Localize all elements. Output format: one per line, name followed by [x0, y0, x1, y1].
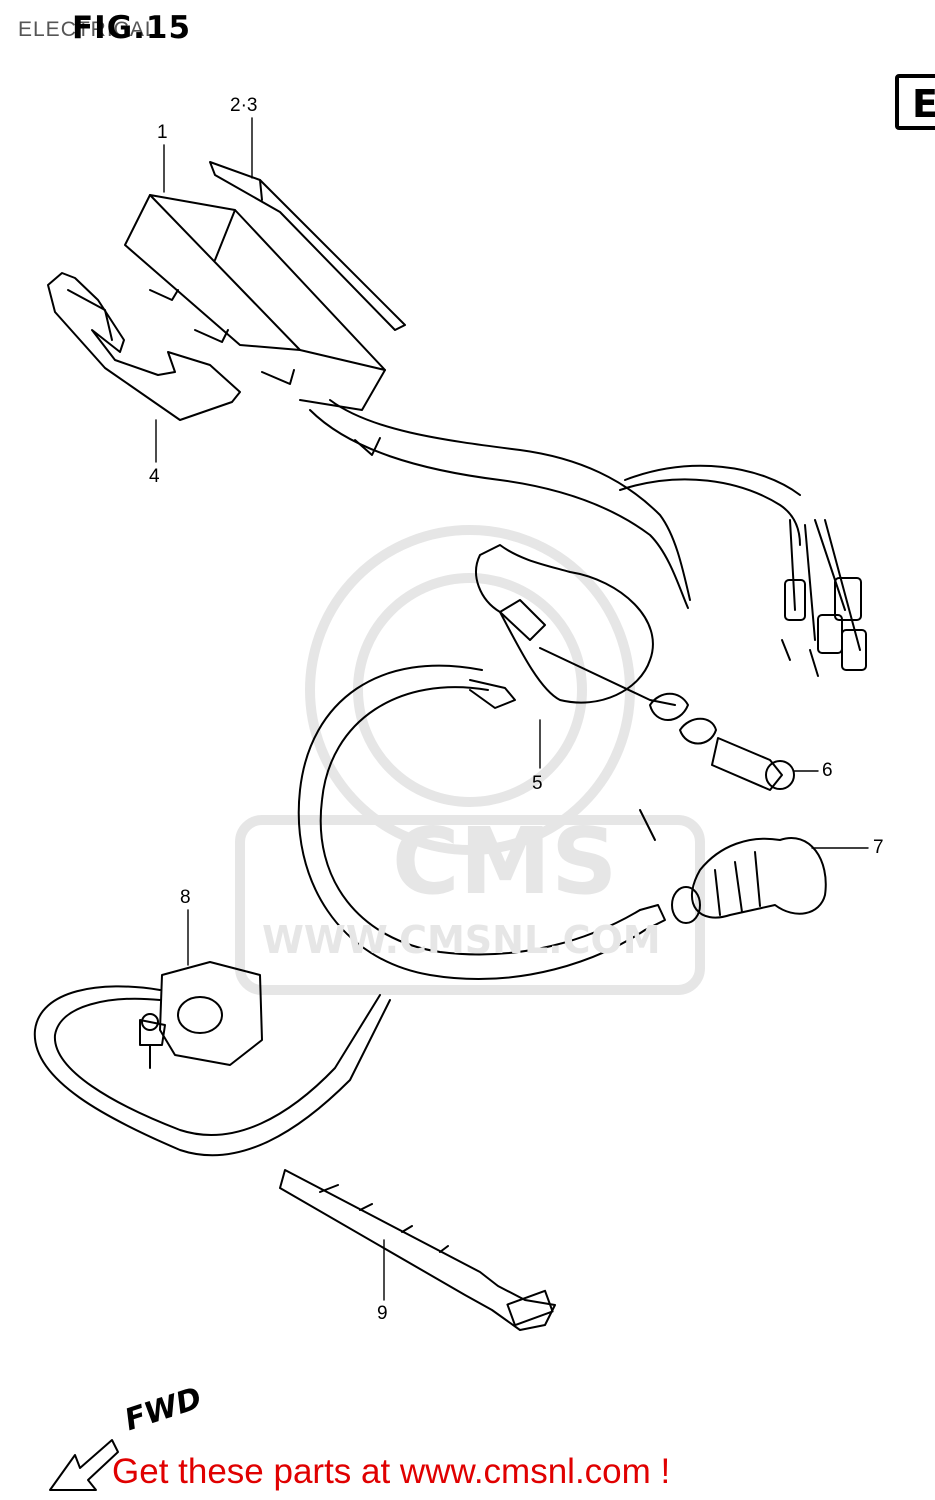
bracket-part-4 [47, 272, 241, 421]
cushion-part-2-3 [209, 161, 406, 331]
watermark-badge [235, 525, 705, 995]
kill-switch-part-8 [139, 961, 263, 1069]
kill-switch-lead [33, 985, 391, 1157]
fwd-arrow-icon [49, 1439, 119, 1491]
callout-leader-lines [155, 117, 869, 1301]
ignition-coil-part-5 [469, 544, 676, 709]
bolt-washer-part-6 [649, 692, 795, 791]
cdi-unit-part-1 [124, 194, 386, 411]
cable-tie-part-9 [279, 1169, 556, 1331]
plug-cap-part-7 [671, 837, 827, 924]
wire-harness [309, 399, 867, 677]
high-tension-lead [297, 664, 666, 980]
